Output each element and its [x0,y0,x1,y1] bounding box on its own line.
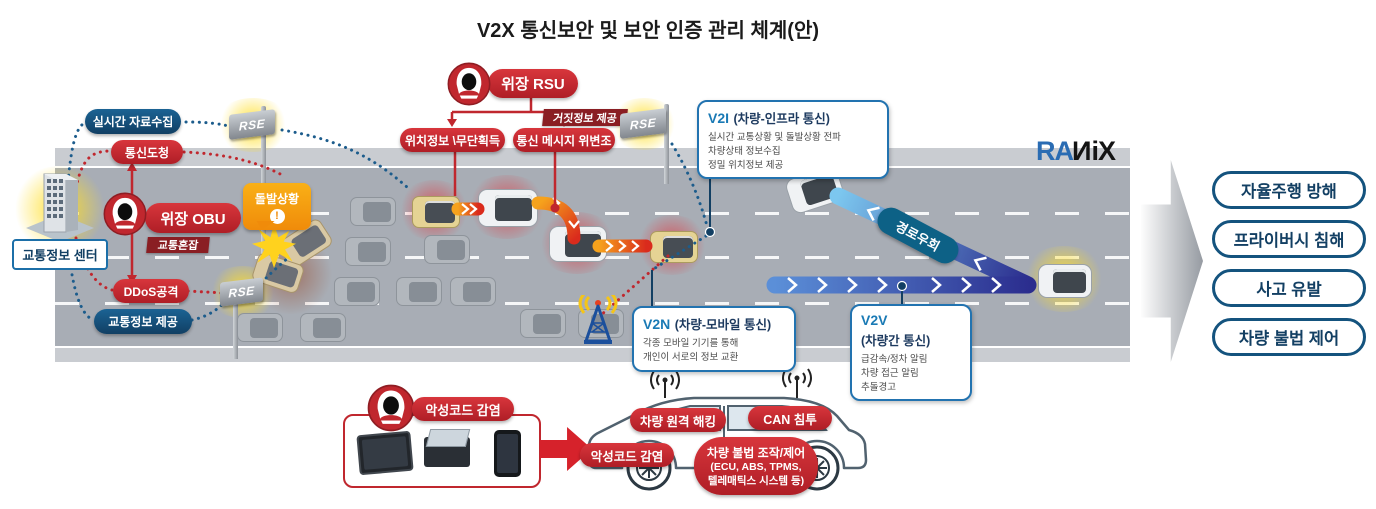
car [300,313,346,342]
logo-ra: RA [1036,136,1074,166]
lane-line [55,302,1130,305]
ddos-pill: DDoS공격 [113,279,189,303]
malware-infection-pill: 악성코드 감염 [412,397,514,421]
car [334,277,380,306]
logo-x: X [1098,136,1116,166]
car [450,277,496,306]
fake-rsu-pill: 위장 RSU [488,69,578,98]
outcome-pill: 자율주행 방해 [1212,171,1366,209]
hacker-icon [447,62,491,106]
ranix-logo: RANiX [1036,136,1116,167]
traffic-center-label: 교통정보 센터 [12,239,108,270]
v2v-box: V2V (차량간 통신) 급감속/정차 알림 차량 접근 알림 추돌경고 [850,304,972,402]
eavesdrop-pill: 통신도청 [111,140,183,164]
tablet-icon [356,430,414,476]
can-intrusion-pill: CAN 침투 [748,406,832,430]
car [520,309,566,338]
exclamation-icon: ! [269,208,285,224]
v2n-title: V2N (차량-모바일 통신) [643,316,772,332]
v2n-box: V2N (차량-모바일 통신) 각종 모바일 기기를 통해 개인이 서로의 정보… [632,306,796,372]
car [350,197,396,226]
outcome-pill: 프라이버시 침해 [1212,220,1366,258]
navigation-device-icon [424,429,471,467]
attacked-white-suv [478,189,538,227]
congestion-tag: 교통혼잡 [146,237,210,253]
v2i-box: V2I (차량-인프라 통신) 실시간 교통상황 및 돌발상황 전파 차량상태 … [697,100,889,180]
logo-i: i [1091,136,1099,166]
traffic-info-pill: 교통정보 제공 [94,309,192,334]
false-info-tag: 거짓정보 제공 [542,109,628,126]
rse1-pole [261,106,266,254]
rse3-pole [664,104,669,184]
logo-n: N [1073,136,1092,166]
cell-tower-icon [578,295,618,344]
attacked-yellow-car [650,231,698,263]
hacker-icon [103,192,147,236]
outcome-pill: 차량 불법 제어 [1212,318,1366,356]
hacker-icon [367,384,415,432]
v2i-title: V2I (차량-인프라 통신) [708,110,830,126]
v2v-title: V2V (차량간 통신) [861,312,931,348]
target-car [1038,264,1092,298]
incident-callout: 돌발상황 ! [243,183,311,230]
smartphone-icon [494,430,521,477]
illegal-control-box: 차량 불법 조작/제어 (ECU, ABS, TPMS, 텔레매틱스 시스템 등… [694,437,818,495]
fake-obu-pill: 위장 OBU [145,203,241,233]
car [396,277,442,306]
car [345,237,391,266]
incident-label: 돌발상황 [254,191,300,206]
car [424,235,470,264]
result-arrow [1141,160,1203,362]
remote-hack-pill: 차량 원격 해킹 [630,408,726,432]
attacked-white-suv [549,226,607,262]
malware-infection-pill: 악성코드 감염 [580,443,674,467]
rse2-pole [233,303,238,359]
attacked-yellow-car [412,196,460,228]
realtime-collection-pill: 실시간 자료수집 [85,109,181,134]
location-theft-box: 위치정보 \무단획득 [400,128,505,152]
car [237,313,283,342]
traffic-center-building-icon [26,173,94,242]
antenna-icon [650,368,812,398]
diagram-title: V2X 통신보안 및 보안 인증 관리 체계(안) [476,20,820,42]
message-forgery-box: 통신 메시지 위변조 [513,128,615,152]
outcome-pill: 사고 유발 [1212,269,1366,307]
